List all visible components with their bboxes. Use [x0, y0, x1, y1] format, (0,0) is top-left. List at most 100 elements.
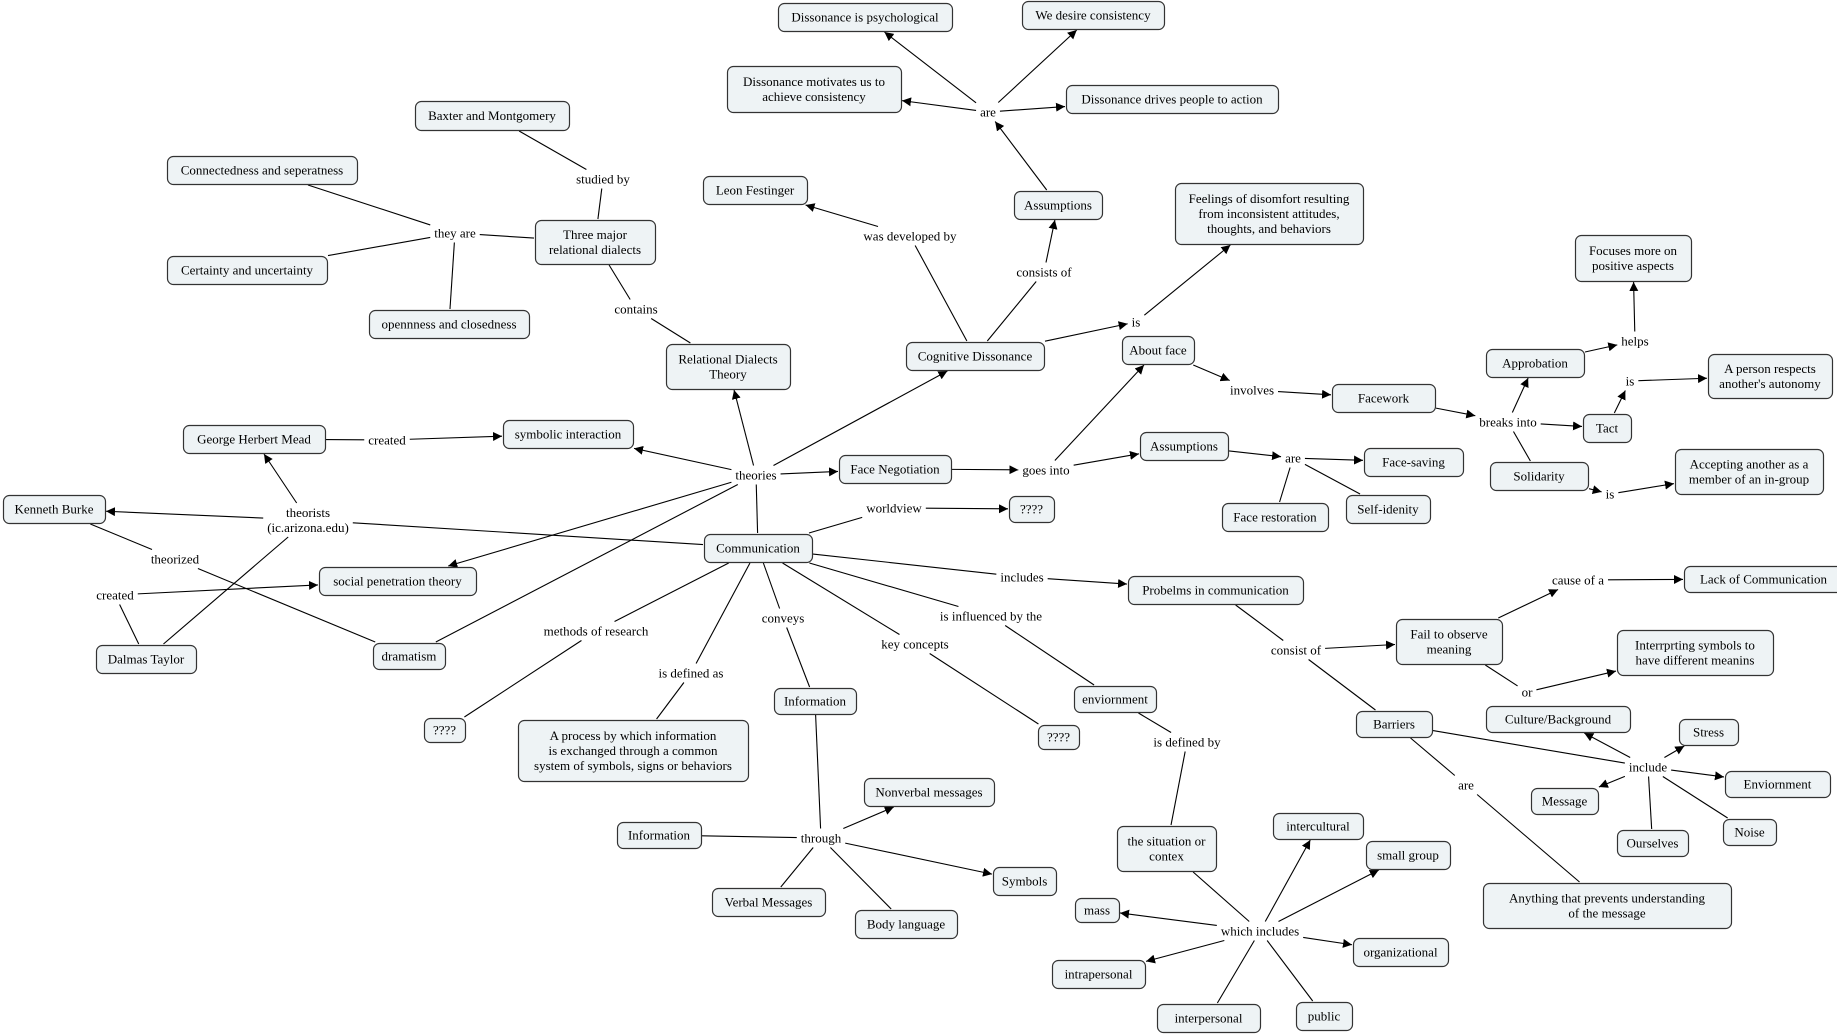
concept-intrapersonal[interactable]: intrapersonal [1051, 959, 1147, 990]
concept-box [992, 866, 1058, 897]
concept-box [423, 717, 467, 744]
concept-social-pen[interactable]: social penetration theory [318, 566, 478, 597]
concept-barriers[interactable]: Barriers [1355, 710, 1434, 739]
concept-small-group[interactable]: small group [1365, 840, 1452, 871]
connection-lines [90, 29, 1728, 1004]
concept-tact[interactable]: Tact [1582, 413, 1633, 444]
connection-baxter-to-studied-by [518, 130, 587, 170]
concept-public[interactable]: public [1295, 1001, 1354, 1032]
concept-noise[interactable]: Noise [1722, 818, 1778, 847]
concept-box [534, 219, 657, 266]
concept-desire-consistency[interactable]: We desire consistency [1021, 0, 1166, 31]
link-label-is-solidarity: is [1606, 487, 1615, 502]
concept-nonverbal[interactable]: Nonverbal messages [863, 777, 996, 808]
concept-label: opennness and closedness [381, 317, 516, 332]
concept-openness[interactable]: opennness and closedness [368, 309, 531, 340]
concept-connectedness[interactable]: Connectedness and seperatness [166, 155, 359, 186]
concept-communication[interactable]: Communication [703, 533, 814, 564]
concept-problems[interactable]: Probelms in communication [1127, 575, 1305, 606]
link-label-they-are: they are [434, 226, 476, 241]
concept-facework[interactable]: Facework [1331, 383, 1437, 414]
concept-q-key[interactable]: ???? [1037, 724, 1081, 751]
connection-information2-to-through [701, 835, 797, 839]
concept-assumptions-fn[interactable]: Assumptions [1139, 431, 1230, 462]
concept-diss-psych[interactable]: Dissonance is psychological [777, 2, 954, 33]
concept-diss-drives[interactable]: Dissonance drives people to action [1065, 84, 1280, 115]
concept-approbation[interactable]: Approbation [1485, 348, 1586, 379]
concept-box [1127, 575, 1305, 606]
concept-solidarity[interactable]: Solidarity [1489, 461, 1590, 492]
concept-box [372, 642, 447, 671]
concept-environment[interactable]: enviornment [1073, 685, 1158, 714]
concept-self-identity[interactable]: Self-idenity [1345, 494, 1432, 525]
concept-label: public [1308, 1009, 1341, 1024]
concept-symbols[interactable]: Symbols [992, 866, 1058, 897]
concept-verbal[interactable]: Verbal Messages [711, 887, 827, 918]
link-label-studied-by: studied by [576, 172, 630, 187]
concept-burke[interactable]: Kenneth Burke [2, 494, 107, 525]
concept-face-neg[interactable]: Face Negotiation [838, 454, 953, 485]
link-label-is-influenced: is influenced by the [940, 609, 1042, 624]
concept-face-saving[interactable]: Face-saving [1363, 447, 1465, 478]
concept-box [702, 175, 809, 206]
concept-message[interactable]: Message [1530, 787, 1600, 816]
concept-box [1174, 182, 1365, 246]
concept-mead[interactable]: George Herbert Mead [182, 424, 327, 455]
concept-mass[interactable]: mass [1074, 897, 1121, 924]
concept-box [1683, 565, 1837, 594]
concept-box [1489, 461, 1590, 492]
concept-information[interactable]: Information [773, 687, 858, 716]
concept-b-environment[interactable]: Enviornment [1724, 770, 1832, 799]
concept-box [1724, 770, 1832, 799]
concept-label: Nonverbal messages [875, 785, 982, 800]
concept-face-restoration[interactable]: Face restoration [1221, 502, 1330, 533]
concept-label: Assumptions [1024, 198, 1092, 213]
concept-culture[interactable]: Culture/Background [1485, 705, 1632, 734]
connection-communication-to-is-influenced [809, 562, 959, 608]
concept-label: interpersonal [1175, 1011, 1243, 1026]
concept-about-face[interactable]: About face [1121, 335, 1196, 366]
concept-ourselves[interactable]: Ourselves [1616, 829, 1690, 858]
concept-assumptions-cd[interactable]: Assumptions [1013, 190, 1104, 221]
concept-baxter[interactable]: Baxter and Montgomery [414, 100, 571, 132]
connection-which-includes-to-public [1266, 940, 1314, 1002]
concept-intercultural[interactable]: intercultural [1272, 812, 1365, 841]
concept-label: Leon Festinger [716, 183, 795, 198]
concept-q-methods[interactable]: ???? [423, 717, 467, 744]
connection-include-to-noise [1662, 776, 1728, 819]
concept-cog-diss[interactable]: Cognitive Dissonance [905, 341, 1046, 372]
concept-box [414, 100, 571, 132]
concept-leon[interactable]: Leon Festinger [702, 175, 809, 206]
concept-body-lang[interactable]: Body language [854, 909, 959, 940]
concept-taylor[interactable]: Dalmas Taylor [95, 644, 198, 675]
concept-label: Body language [867, 917, 946, 932]
concept-box [1352, 937, 1450, 968]
connection-theories-to-symbolic [633, 445, 732, 471]
concept-symbolic[interactable]: symbolic interaction [502, 419, 635, 450]
concept-interpersonal[interactable]: interpersonal [1156, 1003, 1262, 1034]
concept-information2[interactable]: Information [616, 821, 703, 850]
concept-certainty[interactable]: Certainty and uncertainty [166, 255, 329, 286]
concept-lack-comm[interactable]: Lack of Communication [1683, 565, 1837, 594]
concept-dramatism[interactable]: dramatism [372, 642, 447, 671]
concept-stress[interactable]: Stress [1678, 718, 1740, 747]
concept-label: Information [628, 828, 691, 843]
concept-box [1345, 494, 1432, 525]
concept-q-worldview[interactable]: ???? [1008, 495, 1056, 524]
concept-organizational[interactable]: organizational [1352, 937, 1450, 968]
